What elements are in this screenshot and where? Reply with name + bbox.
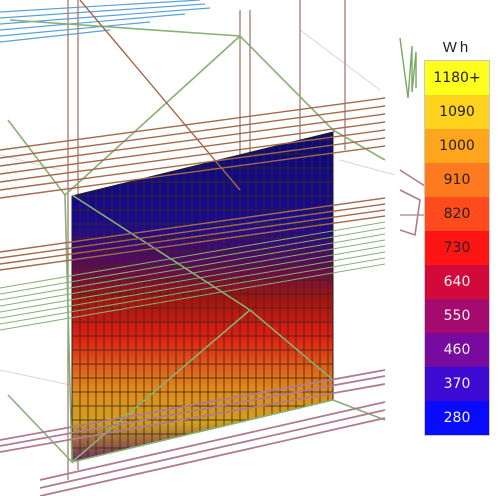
- legend-bin: 550: [425, 299, 489, 333]
- legend-bin: 1000: [425, 129, 489, 163]
- legend-bin: 1090: [425, 95, 489, 129]
- mauve-geometry-lines: [0, 369, 386, 496]
- brown-geometry-lines: [0, 0, 386, 271]
- legend-bin: 820: [425, 197, 489, 231]
- green-geometry-lines: [0, 221, 386, 331]
- legend-bin: 910: [425, 163, 489, 197]
- legend-bin: 370: [425, 367, 489, 401]
- legend-bin: 280: [425, 401, 489, 435]
- green-wireframe-box: [7, 19, 386, 465]
- legend-bin: 1180+: [425, 61, 489, 95]
- legend-bin: 640: [425, 265, 489, 299]
- legend-bin: 460: [425, 333, 489, 367]
- radiation-analysis-panel[interactable]: [71, 131, 334, 463]
- legend-unit-label: Wh: [442, 39, 472, 56]
- legend-bin: 730: [425, 231, 489, 265]
